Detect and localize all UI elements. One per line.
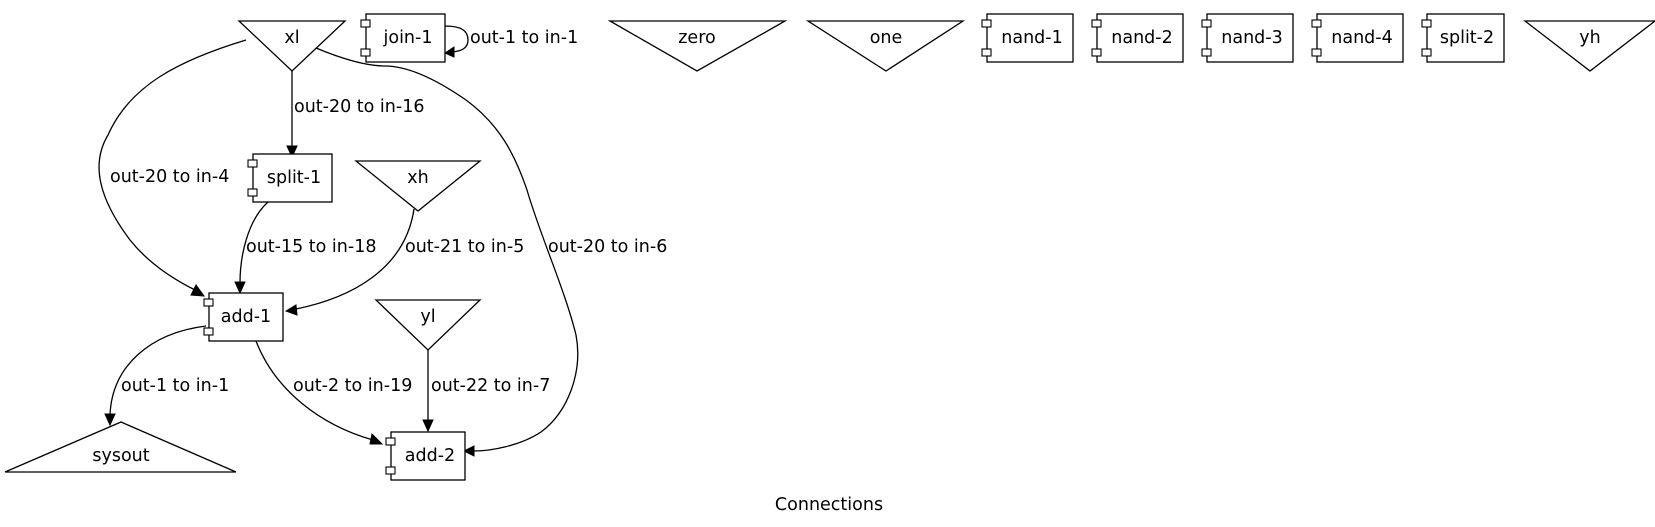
node-yh-label: yh — [1579, 28, 1600, 48]
node-zero-label: zero — [678, 28, 715, 48]
node-split2-label: split-2 — [1440, 28, 1494, 48]
node-one: one — [805, 20, 966, 72]
edge-xl-add2 — [315, 47, 579, 457]
edge-yl-add2 — [422, 348, 434, 433]
node-xh-label: xh — [407, 168, 428, 188]
node-nand2-label: nand-2 — [1111, 28, 1172, 48]
edge-xl-split1 — [286, 70, 298, 159]
node-yl-label: yl — [420, 307, 435, 327]
node-add1: add-1 — [203, 292, 284, 342]
node-join1: join-1 — [360, 13, 446, 63]
diagram-title: Connections — [775, 495, 883, 515]
edge-add1-sysout — [104, 325, 207, 427]
edge-split1-add1 — [234, 201, 269, 295]
edge-label-split1-add1: out-15 to in-18 — [246, 237, 376, 257]
edge-label-add1-sysout: out-1 to in-1 — [121, 376, 229, 396]
node-sysout: sysout — [4, 421, 237, 473]
node-split1-label: split-1 — [267, 168, 321, 188]
edge-add1-add2 — [255, 340, 384, 445]
edge-xh-add1 — [284, 208, 415, 316]
edge-label-add1-add2: out-2 to in-19 — [293, 376, 412, 396]
node-sysout-label: sysout — [92, 446, 149, 466]
node-nand4-label: nand-4 — [1331, 28, 1392, 48]
edge-label-xl-split1: out-20 to in-16 — [294, 97, 424, 117]
node-add1-label: add-1 — [221, 307, 271, 327]
node-add2: add-2 — [385, 431, 466, 481]
edge-label-yl-add2: out-22 to in-7 — [431, 376, 550, 396]
node-xl: xl — [237, 20, 347, 72]
node-nand4: nand-4 — [1311, 13, 1404, 63]
node-nand2: nand-2 — [1091, 13, 1184, 63]
edge-join1-self — [443, 25, 469, 58]
node-nand3-label: nand-3 — [1221, 28, 1282, 48]
edge-label-xh-add1: out-21 to in-5 — [405, 237, 524, 257]
node-xl-label: xl — [284, 28, 299, 48]
node-nand1-label: nand-1 — [1001, 28, 1062, 48]
node-yl: yl — [374, 299, 482, 351]
node-split2: split-2 — [1421, 13, 1505, 63]
node-split1: split-1 — [247, 153, 333, 203]
edge-label-xl-add1: out-20 to in-4 — [110, 167, 229, 187]
edge-label-join1-self: out-1 to in-1 — [470, 28, 578, 48]
node-join1-label: join-1 — [383, 28, 433, 48]
node-add2-label: add-2 — [405, 446, 455, 466]
node-one-label: one — [870, 28, 903, 48]
edge-xl-add1 — [98, 39, 247, 297]
node-nand1: nand-1 — [981, 13, 1074, 63]
node-xh: xh — [354, 160, 482, 212]
edge-label-xl-add2: out-20 to in-6 — [548, 237, 667, 257]
node-yh: yh — [1523, 20, 1655, 72]
node-nand3: nand-3 — [1201, 13, 1294, 63]
node-zero: zero — [607, 20, 788, 72]
